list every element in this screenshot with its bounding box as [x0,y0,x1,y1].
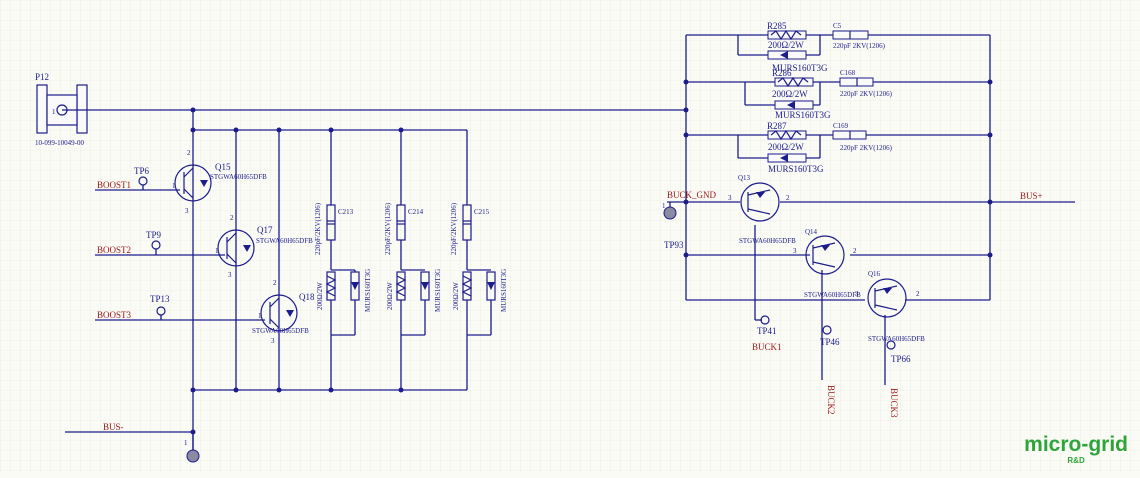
svg-text:220pF/2KV(1206): 220pF/2KV(1206) [384,202,392,255]
svg-text:MURS160T3G: MURS160T3G [364,269,372,312]
svg-text:2: 2 [786,194,790,202]
svg-text:BOOST2: BOOST2 [97,245,131,255]
svg-text:200Ω/2W: 200Ω/2W [768,142,804,152]
svg-text:R287: R287 [767,121,787,131]
svg-text:BUCK2: BUCK2 [826,385,836,415]
svg-text:220pF 2KV(1206): 220pF 2KV(1206) [840,144,893,152]
logo-sub-text: R&D [1024,456,1128,465]
svg-text:200Ω/2W: 200Ω/2W [772,89,808,99]
svg-text:Q18: Q18 [299,292,315,302]
svg-text:MURS160T3G: MURS160T3G [434,269,442,312]
svg-text:C214: C214 [408,208,424,216]
svg-text:BUCK1: BUCK1 [752,342,782,352]
svg-text:Q14: Q14 [805,228,818,236]
svg-text:2: 2 [230,214,234,222]
svg-text:R285: R285 [767,21,787,31]
svg-text:STGWA60H65DFB: STGWA60H65DFB [804,291,861,299]
svg-text:BOOST1: BOOST1 [97,180,131,190]
svg-text:2: 2 [916,290,920,298]
bus-plus-net[interactable]: BUS+ [1020,191,1043,201]
svg-text:STGWA60H65DFB: STGWA60H65DFB [739,237,796,245]
svg-text:MURS160T3G: MURS160T3G [768,164,824,174]
svg-text:MURS160T3G: MURS160T3G [775,110,831,120]
svg-text:Q16: Q16 [868,270,881,278]
svg-text:2: 2 [187,149,191,157]
svg-text:1: 1 [215,247,219,255]
svg-text:C168: C168 [840,69,856,77]
svg-text:1: 1 [184,439,188,447]
svg-text:MURS160T3G: MURS160T3G [500,269,508,312]
svg-text:2: 2 [853,247,857,255]
svg-text:Q13: Q13 [738,174,751,182]
svg-text:BUCK3: BUCK3 [889,388,899,418]
logo-main-text: micro-grid [1024,434,1128,456]
svg-text:220pF 2KV(1206): 220pF 2KV(1206) [840,90,893,98]
svg-text:STGWA60H65DFB: STGWA60H65DFB [868,335,925,343]
svg-text:3: 3 [728,194,732,202]
svg-text:200Ω/2W: 200Ω/2W [316,282,324,310]
svg-text:3: 3 [185,207,189,215]
svg-text:1: 1 [662,202,666,210]
svg-text:2: 2 [273,279,277,287]
svg-text:3: 3 [271,337,275,345]
micro-grid-logo: micro-grid R&D [1024,434,1128,465]
svg-text:TP13: TP13 [150,294,170,304]
svg-text:STGWA60H65DFB: STGWA60H65DFB [252,327,309,335]
svg-text:1: 1 [258,312,262,320]
svg-text:BUS-: BUS- [103,422,124,432]
svg-text:BOOST3: BOOST3 [97,310,132,320]
svg-text:C169: C169 [833,122,849,130]
svg-text:220pF/2KV(1206): 220pF/2KV(1206) [314,202,322,255]
svg-text:STGWA60H65DFB: STGWA60H65DFB [256,237,313,245]
svg-text:Q15: Q15 [215,162,231,172]
svg-text:3: 3 [793,247,797,255]
svg-text:BUCK_GND: BUCK_GND [667,190,717,200]
svg-text:TP93: TP93 [664,240,684,250]
svg-text:TP9: TP9 [146,230,162,240]
svg-text:200Ω/2W: 200Ω/2W [386,282,394,310]
svg-text:TP6: TP6 [134,166,150,176]
svg-text:TP66: TP66 [891,354,911,364]
svg-text:C5: C5 [833,22,842,30]
svg-text:220pF/2KV(1206): 220pF/2KV(1206) [450,202,458,255]
svg-text:C213: C213 [338,208,354,216]
svg-text:Q17: Q17 [257,225,273,235]
connector-pin: 1 [52,108,56,116]
connector-part: 10-099-10049-00 [35,139,84,147]
svg-text:BUS+: BUS+ [1020,191,1043,201]
svg-text:3: 3 [855,290,859,298]
svg-text:R286: R286 [772,68,792,78]
svg-text:200Ω/2W: 200Ω/2W [768,40,804,50]
svg-text:TP41: TP41 [757,326,777,336]
svg-text:200Ω/2W: 200Ω/2W [452,282,460,310]
svg-text:1: 1 [172,182,176,190]
connector-ref: P12 [35,72,49,82]
svg-text:3: 3 [228,271,232,279]
svg-text:TP46: TP46 [820,337,840,347]
svg-text:220pF 2KV(1206): 220pF 2KV(1206) [833,42,886,50]
svg-text:STGWA60H65DFB: STGWA60H65DFB [210,173,267,181]
svg-text:C215: C215 [474,208,490,216]
